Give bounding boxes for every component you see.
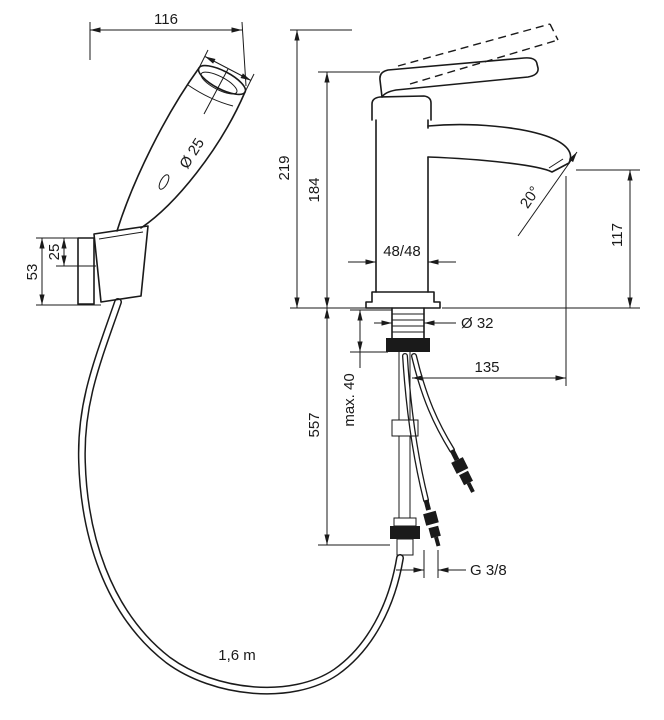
sprayer-holder [77,225,149,305]
dimension-lines [36,21,640,578]
dim-label-184: 184 [306,177,323,202]
dim-label-diameter-32: Ø 32 [461,315,494,332]
handle-raised-dashed [397,23,559,85]
dim-label-20deg: 20° [517,183,544,211]
dim-label-53: 53 [24,264,41,281]
spout [427,123,572,173]
hose-connector-center [390,352,420,556]
hand-sprayer [116,64,247,232]
dim-label-219: 219 [276,155,293,180]
dim-label-g38: G 3/8 [470,562,507,579]
faucet-body [365,23,572,352]
base-escutcheon [365,291,441,309]
supply-hose-center [402,353,441,547]
dim-label-48-48: 48/48 [383,243,421,260]
handle-cap [371,95,432,121]
dim-label-hose-length: 1,6 m [218,647,256,664]
dimension-labels: 116 Ø 25 53 25 219 184 48/48 20° 117 Ø 3… [24,11,626,664]
handle-clip [158,174,170,190]
dim-label-diameter-25: Ø 25 [176,135,208,172]
wall-bracket [77,237,95,305]
dim-label-25: 25 [46,244,63,261]
mounting-shank [386,307,430,352]
dim-label-117: 117 [609,223,626,247]
sprayer-hose [77,298,404,695]
dim-label-135: 135 [474,359,499,376]
holder-cup [93,225,149,303]
aerator [548,158,564,169]
dim-label-557: 557 [306,412,323,437]
dim-label-116: 116 [154,11,178,28]
handle-lever [379,57,539,98]
mounting-nut [386,338,430,352]
dim-label-max-40: max. 40 [341,373,358,426]
supply-hose-right [411,353,475,493]
